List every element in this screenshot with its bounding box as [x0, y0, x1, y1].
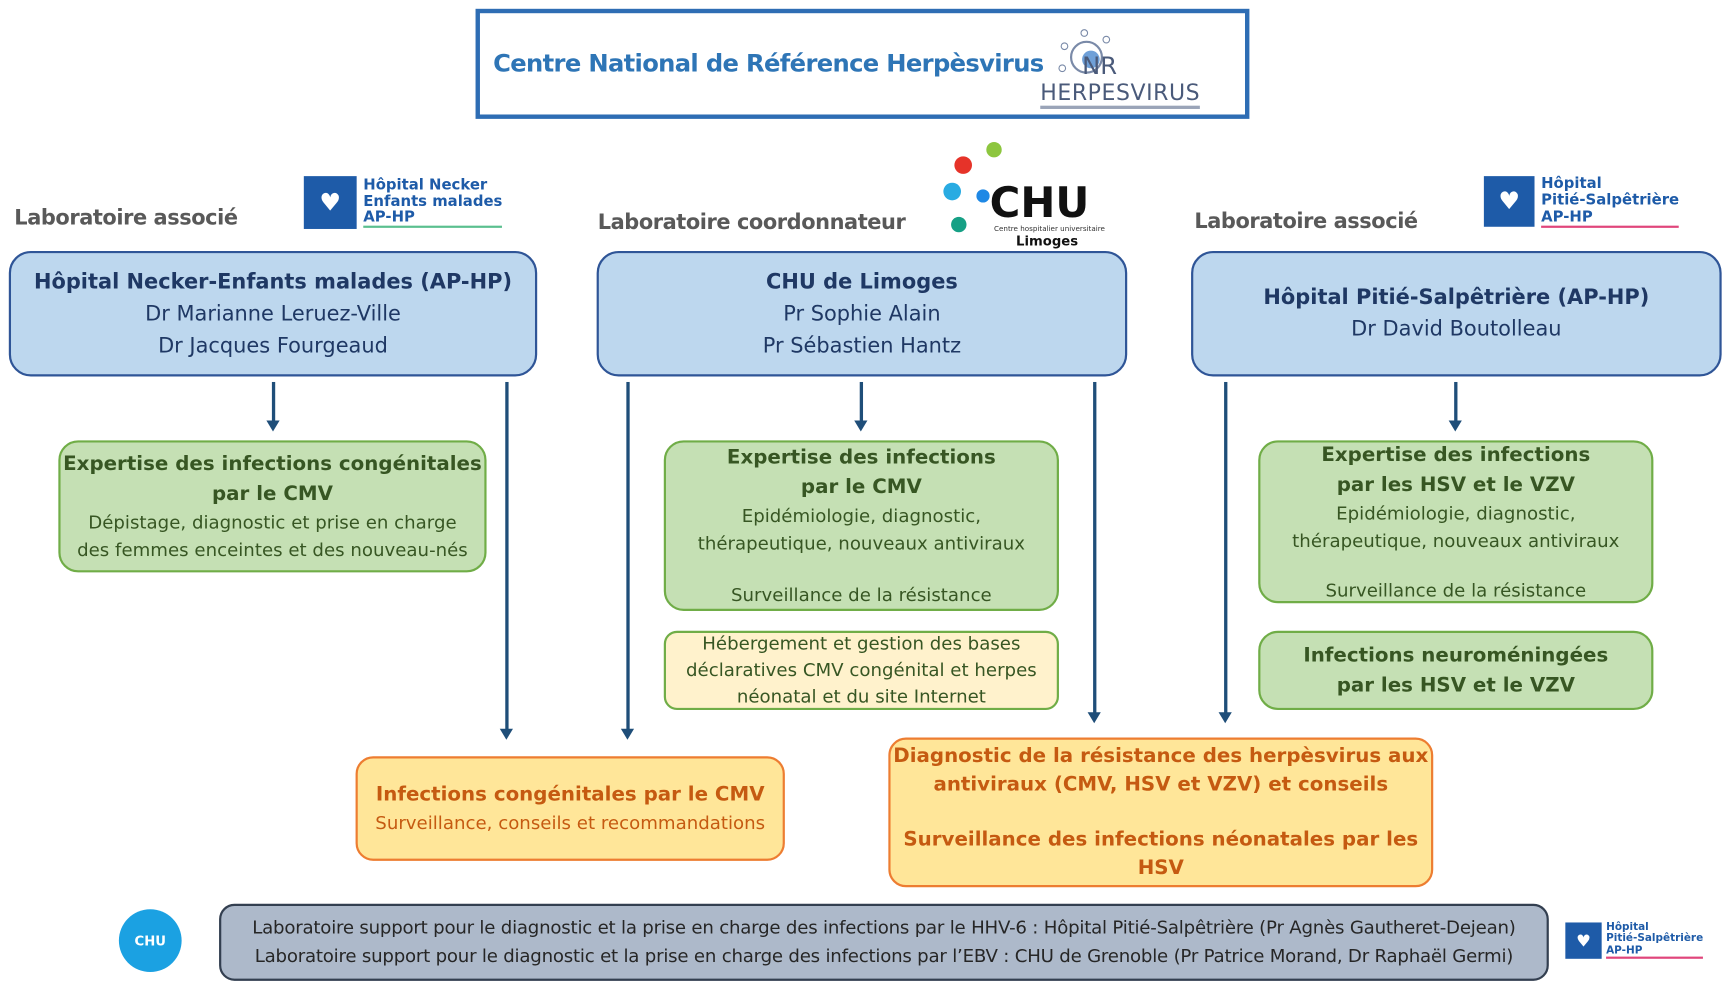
box-title: Expertise des infections — [726, 445, 996, 469]
lab-name: Hôpital Pitié-Salpêtrière (AP-HP) — [1263, 285, 1650, 310]
box-title: Expertise des infections — [1321, 443, 1591, 467]
box-title: Infections congénitales par le CMV — [375, 782, 765, 806]
logo-text: NR — [1082, 52, 1118, 81]
logo-text: CHU — [989, 178, 1090, 227]
expertise-necker: Expertise des infections congénitales pa… — [58, 440, 487, 573]
logo-text: CHU — [134, 932, 166, 949]
box-title: par le CMV — [800, 475, 922, 499]
arrow-down — [1218, 381, 1232, 724]
logo-text: AP-HP — [1541, 207, 1593, 226]
box-text: Surveillance de la résistance — [731, 584, 992, 606]
lab-name: Hôpital Necker-Enfants malades (AP-HP) — [33, 269, 513, 294]
chu-grenoble-logo: CHU — [118, 909, 182, 973]
logo-text: AP-HP — [363, 208, 415, 227]
shared-cmv-box: Infections congénitales par le CMV Surve… — [355, 756, 785, 861]
lab-person: Pr Sophie Alain — [783, 301, 941, 326]
lab-limoges: CHU de Limoges Pr Sophie Alain Pr Sébast… — [596, 250, 1128, 377]
box-text: néonatal et du site Internet — [736, 685, 986, 707]
title-banner: Centre National de Référence Herpèsvirus… — [475, 8, 1250, 119]
box-title: Diagnostic de la résistance des herpèsvi… — [893, 744, 1429, 768]
pitie-logo-small: ♥ Hôpital Pitié-Salpêtrière AP-HP — [1565, 921, 1704, 960]
box-title: Expertise des infections congénitales — [63, 452, 482, 476]
arrow-down — [1087, 381, 1101, 724]
chu-limoges-logo: CHU Centre hospitalier universitaire Lim… — [941, 141, 1105, 251]
box-text: Surveillance de la résistance — [1325, 579, 1587, 601]
shared-resistance-box: Diagnostic de la résistance des herpèsvi… — [888, 737, 1434, 888]
box-text: déclaratives CMV congénital et herpes — [686, 659, 1037, 681]
label-coordinator: Laboratoire coordonnateur — [597, 210, 906, 235]
pitie-logo: ♥ Hôpital Pitié-Salpêtrière AP-HP — [1483, 175, 1680, 228]
logo-text: Hôpital — [1606, 921, 1649, 934]
box-title: par les HSV et le VZV — [1336, 673, 1575, 697]
logo-text: Pitié-Salpêtrière — [1606, 932, 1704, 945]
box-text: Epidémiologie, diagnostic, — [741, 505, 982, 527]
logo-text: AP-HP — [1606, 944, 1643, 957]
chu-flower-icon — [943, 142, 1002, 233]
lab-person: Dr Marianne Leruez-Ville — [145, 301, 401, 326]
box-title: par le CMV — [211, 482, 333, 506]
logo-text: HERPESVIRUS — [1040, 79, 1201, 109]
expertise-pitie: Expertise des infections par les HSV et … — [1258, 440, 1654, 604]
box-title: antiviraux (CMV, HSV et VZV) et conseils — [933, 772, 1389, 796]
necker-logo: ♥ Hôpital Necker Enfants malades AP-HP — [303, 175, 503, 229]
lab-pitie: Hôpital Pitié-Salpêtrière (AP-HP) Dr Dav… — [1191, 250, 1722, 377]
arrow-down — [854, 381, 868, 432]
logo-text: Limoges — [1016, 233, 1079, 249]
logo-text: Hôpital Necker — [363, 175, 488, 194]
lab-person: Dr Jacques Fourgeaud — [158, 332, 388, 358]
lab-necker: Hôpital Necker-Enfants malades (AP-HP) D… — [8, 250, 538, 377]
box-title: par les HSV et le VZV — [1336, 472, 1575, 496]
lab-person: Pr Sébastien Hantz — [762, 332, 962, 358]
arrow-down — [620, 381, 635, 740]
arrow-down — [499, 381, 513, 740]
logo-text: Pitié-Salpêtrière — [1541, 191, 1680, 209]
box-text: des femmes enceintes et des nouveau-nés — [77, 539, 468, 561]
logo-text: Hôpital — [1541, 175, 1602, 193]
page-title: Centre National de Référence Herpèsvirus — [493, 50, 1044, 79]
box-text: thérapeutique, nouveaux antiviraux — [697, 532, 1025, 554]
support-line: Laboratoire support pour le diagnostic e… — [252, 916, 1516, 938]
box-title: Infections neuroméningées — [1303, 643, 1609, 668]
aphp-heart-icon: ♥ — [1483, 176, 1535, 228]
support-labs-box: Laboratoire support pour le diagnostic e… — [219, 903, 1549, 981]
arrow-down — [1448, 381, 1462, 432]
box-text: Surveillance, conseils et recommandation… — [375, 811, 766, 833]
box-text: thérapeutique, nouveaux antiviraux — [1292, 530, 1620, 551]
arrow-down — [266, 381, 280, 432]
lab-name: CHU de Limoges — [766, 269, 958, 294]
box-text: Dépistage, diagnostic et prise en charge — [88, 511, 457, 533]
aphp-heart-icon: ♥ — [1565, 922, 1602, 959]
virus-icon — [1058, 29, 1111, 74]
logo-text: Enfants malades — [363, 192, 503, 210]
support-line: Laboratoire support pour le diagnostic e… — [254, 945, 1514, 967]
box-text: Hébergement et gestion des bases — [702, 632, 1021, 654]
label-associate-left: Laboratoire associé — [14, 205, 238, 231]
hosting-box: Hébergement et gestion des bases déclara… — [663, 630, 1059, 711]
cnr-herpesvirus-logo: NR HERPESVIRUS — [1036, 22, 1201, 110]
lab-person: Dr David Boutolleau — [1351, 317, 1562, 342]
box-text: Epidémiologie, diagnostic, — [1336, 502, 1576, 524]
logo-text: Centre hospitalier universitaire — [994, 224, 1105, 234]
aphp-heart-icon: ♥ — [303, 176, 357, 229]
label-associate-right: Laboratoire associé — [1194, 209, 1418, 234]
neuro-box: Infections neuroméningées par les HSV et… — [1258, 630, 1654, 711]
expertise-limoges: Expertise des infections par le CMV Epid… — [663, 440, 1059, 611]
box-title: Surveillance des infections néonatales p… — [903, 827, 1419, 880]
